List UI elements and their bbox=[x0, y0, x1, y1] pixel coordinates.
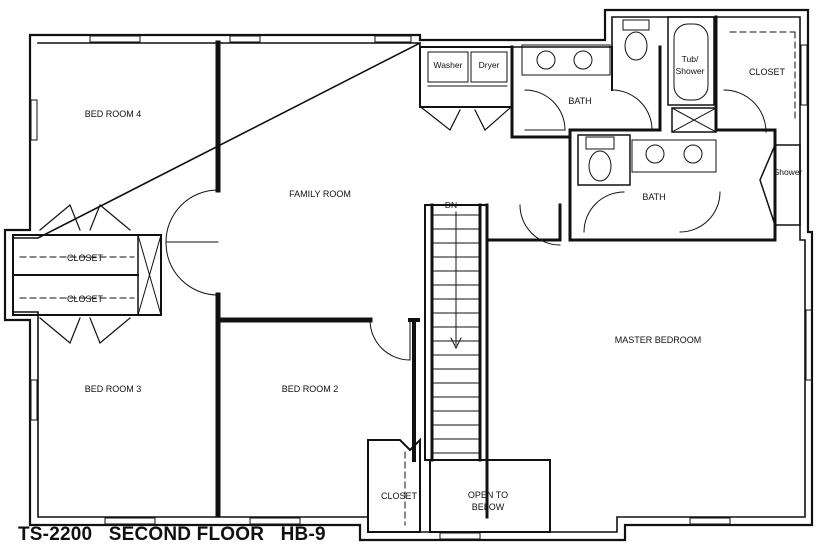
washer-label: Washer bbox=[434, 60, 463, 70]
closet-hall-label: CLOSET bbox=[381, 491, 418, 501]
family-room-label: FAMILY ROOM bbox=[289, 189, 351, 199]
dryer-label: Dryer bbox=[479, 60, 500, 70]
toilet-bowl bbox=[624, 31, 648, 61]
window bbox=[104, 517, 156, 525]
linen-x bbox=[671, 107, 717, 133]
door-swing bbox=[165, 189, 219, 243]
window bbox=[229, 35, 261, 43]
window bbox=[89, 35, 141, 43]
plan-title: TS-2200 SECOND FLOOR HB-9 bbox=[18, 524, 326, 545]
bifold-door bbox=[39, 317, 131, 344]
outer-wall bbox=[3, 8, 814, 542]
closet-shelf-x bbox=[137, 234, 162, 316]
bed-room-2-label: BED ROOM 2 bbox=[282, 384, 339, 394]
window bbox=[800, 44, 808, 106]
window bbox=[439, 532, 481, 540]
bed-room-3-label: BED ROOM 3 bbox=[85, 384, 142, 394]
closet-upper-label: CLOSET bbox=[67, 253, 104, 263]
dryer bbox=[470, 51, 508, 83]
open-to-below-label-2: BELOW bbox=[472, 502, 505, 512]
sink bbox=[645, 144, 665, 164]
door-swing bbox=[519, 204, 561, 246]
window bbox=[30, 99, 38, 141]
bed-room-4-label: BED ROOM 4 bbox=[85, 109, 142, 119]
tub-label-2: Shower bbox=[676, 66, 705, 76]
window bbox=[30, 379, 38, 421]
tub-label-1: Tub/ bbox=[682, 54, 699, 64]
washer bbox=[427, 51, 469, 83]
vanity bbox=[521, 44, 611, 76]
closet-lower-label: CLOSET bbox=[67, 294, 104, 304]
stair-dn-label: DN bbox=[445, 200, 457, 210]
toilet-tank bbox=[622, 19, 650, 31]
open-to-below-label-1: OPEN TO bbox=[468, 490, 508, 500]
bifold-door bbox=[39, 204, 131, 231]
stair-arrow-head bbox=[450, 337, 462, 350]
window bbox=[689, 517, 731, 525]
shower-label: Shower bbox=[774, 167, 803, 177]
master-bedroom-label: MASTER BEDROOM bbox=[615, 335, 702, 345]
bath-hall-label: BATH bbox=[568, 96, 591, 106]
door-swing bbox=[369, 319, 411, 361]
sink bbox=[683, 144, 703, 164]
window bbox=[249, 517, 301, 525]
wall bbox=[568, 128, 777, 242]
laundry-closet bbox=[419, 46, 513, 108]
door-swing bbox=[723, 89, 767, 133]
toilet-tank bbox=[585, 136, 615, 150]
door-swing bbox=[165, 242, 219, 296]
bifold-door bbox=[421, 107, 511, 131]
open-to-below bbox=[429, 459, 551, 533]
door-swing bbox=[583, 191, 625, 233]
tub-inner bbox=[673, 23, 709, 101]
door-swing bbox=[679, 191, 721, 233]
closet-shelf bbox=[137, 234, 162, 316]
toilet-bowl bbox=[588, 150, 612, 182]
closet-master-label: CLOSET bbox=[749, 67, 786, 77]
tub bbox=[667, 16, 715, 106]
bath-master-label: BATH bbox=[642, 192, 665, 202]
shower-stall bbox=[759, 144, 801, 226]
toilet-room bbox=[577, 134, 631, 186]
door-swing bbox=[524, 89, 566, 131]
vanity bbox=[631, 139, 717, 173]
door-swing bbox=[611, 89, 653, 131]
sink bbox=[573, 50, 593, 70]
sink bbox=[536, 50, 556, 70]
window bbox=[374, 35, 412, 43]
hall-closet bbox=[367, 437, 421, 533]
window bbox=[805, 309, 813, 381]
wall bbox=[510, 45, 662, 139]
